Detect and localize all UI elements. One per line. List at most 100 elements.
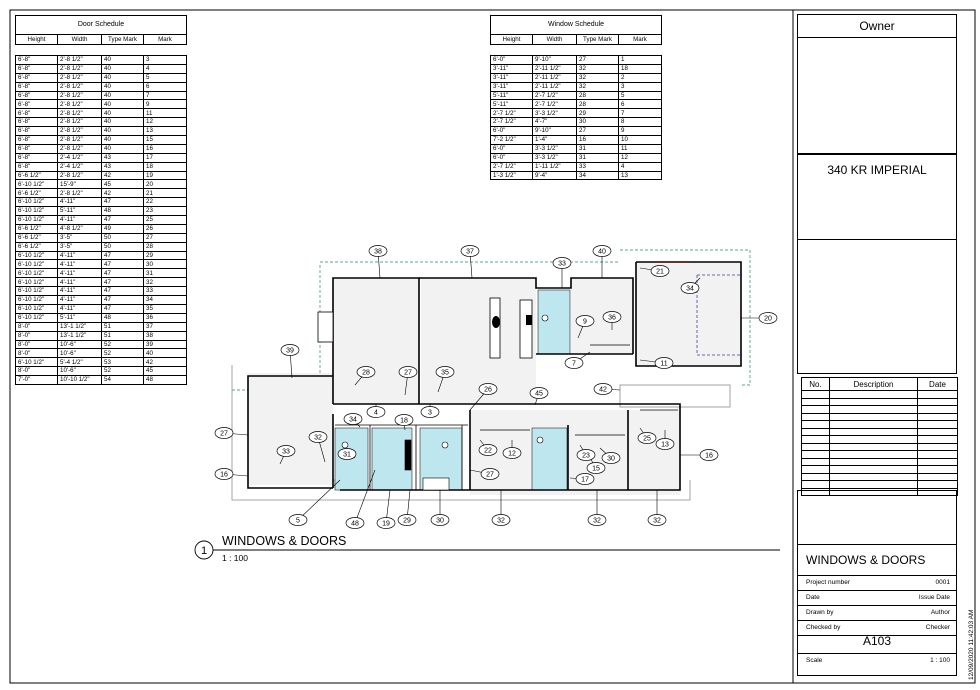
owner-label: Owner <box>859 19 895 33</box>
door-window-tag: 31 <box>337 448 357 460</box>
revision-cell <box>801 412 830 421</box>
room-fills <box>248 262 741 495</box>
tag-label: 39 <box>286 348 294 355</box>
revision-cell <box>917 457 958 466</box>
revision-cell <box>801 472 830 481</box>
door-window-tag: 32 <box>308 431 328 443</box>
revision-cell <box>917 450 958 459</box>
revision-cell <box>829 465 918 474</box>
door-window-tag: 36 <box>602 311 622 323</box>
revision-cell <box>801 397 830 406</box>
revision-cell <box>829 390 918 399</box>
tag-label: 7 <box>572 361 576 368</box>
revision-cell <box>829 450 918 459</box>
view-title: 1 WINDOWS & DOORS 1 : 100 <box>194 534 780 563</box>
tag-label: 4 <box>374 410 378 417</box>
field-value: 0001 <box>935 579 950 586</box>
kitchen-island <box>489 297 533 359</box>
tag-label: 31 <box>343 452 351 459</box>
field-value: Author <box>930 609 950 616</box>
revision-column-header: Date <box>917 377 958 391</box>
view-title-text: WINDOWS & DOORS <box>222 534 346 548</box>
door-window-tag: 9 <box>575 315 595 327</box>
tag-label: 18 <box>400 418 408 425</box>
revision-row <box>801 427 958 436</box>
tag-label: 35 <box>441 370 449 377</box>
sheet-name: WINDOWS & DOORS <box>806 553 926 567</box>
revision-cell <box>801 442 830 451</box>
revision-row <box>801 442 958 451</box>
tag-label: 21 <box>656 269 664 276</box>
tag-label: 27 <box>404 370 412 377</box>
revision-cell <box>917 427 958 436</box>
revision-cell <box>829 442 918 451</box>
door-window-tag: 4 <box>366 406 386 418</box>
revision-row <box>801 450 958 459</box>
revision-row <box>801 390 958 399</box>
revision-cell <box>829 472 918 481</box>
revision-cell <box>917 390 958 399</box>
tag-label: 33 <box>558 261 566 268</box>
timestamp: 12/09/2020 11:42:03 AM <box>968 609 975 680</box>
door-window-tag: 30 <box>601 452 621 464</box>
field-value: Checker <box>925 624 950 631</box>
revision-cell <box>829 397 918 406</box>
door-window-tag: 3 <box>420 406 440 418</box>
revision-row <box>801 472 958 481</box>
door-window-tag: 32 <box>491 514 511 526</box>
door-window-tag: 30 <box>430 514 450 526</box>
revision-row <box>801 420 958 429</box>
door-window-tag: 40 <box>592 245 612 257</box>
revision-row <box>801 465 958 474</box>
door-window-tag: 39 <box>280 344 300 356</box>
door-window-tag: 13 <box>655 438 675 450</box>
tag-label: 23 <box>582 453 590 460</box>
tag-label: 27 <box>486 472 494 479</box>
door-window-tag: 5 <box>288 514 308 526</box>
revision-cell <box>829 405 918 414</box>
tag-label: 45 <box>535 391 543 398</box>
revision-cell <box>917 412 958 421</box>
title-block-field: Drawn by Author <box>798 605 956 620</box>
tag-label: 37 <box>466 249 474 256</box>
revision-cell <box>801 457 830 466</box>
revision-cell <box>801 480 830 489</box>
bay-window <box>317 311 334 343</box>
door-window-tag: 19 <box>376 517 396 529</box>
view-number: 1 <box>201 545 207 557</box>
scale-label: Scale <box>806 657 823 664</box>
door-window-tag: 22 <box>478 444 498 456</box>
revision-row <box>801 435 958 444</box>
schedule-cell: 13 <box>617 170 663 181</box>
tag-label: 26 <box>484 387 492 394</box>
revision-cell <box>829 435 918 444</box>
revision-cell <box>801 450 830 459</box>
tag-label: 12 <box>508 451 516 458</box>
tag-label: 19 <box>382 521 390 528</box>
door-window-tag: 27 <box>480 468 500 480</box>
revision-cell <box>917 397 958 406</box>
schedule-cell: 48 <box>143 375 187 385</box>
door-window-tag: 33 <box>276 445 296 457</box>
door-window-tag: 21 <box>650 265 670 277</box>
door-window-tag: 37 <box>460 245 480 257</box>
door-window-tag: 18 <box>394 414 414 426</box>
field-label: Drawn by <box>806 609 834 616</box>
tag-label: 13 <box>661 442 669 449</box>
